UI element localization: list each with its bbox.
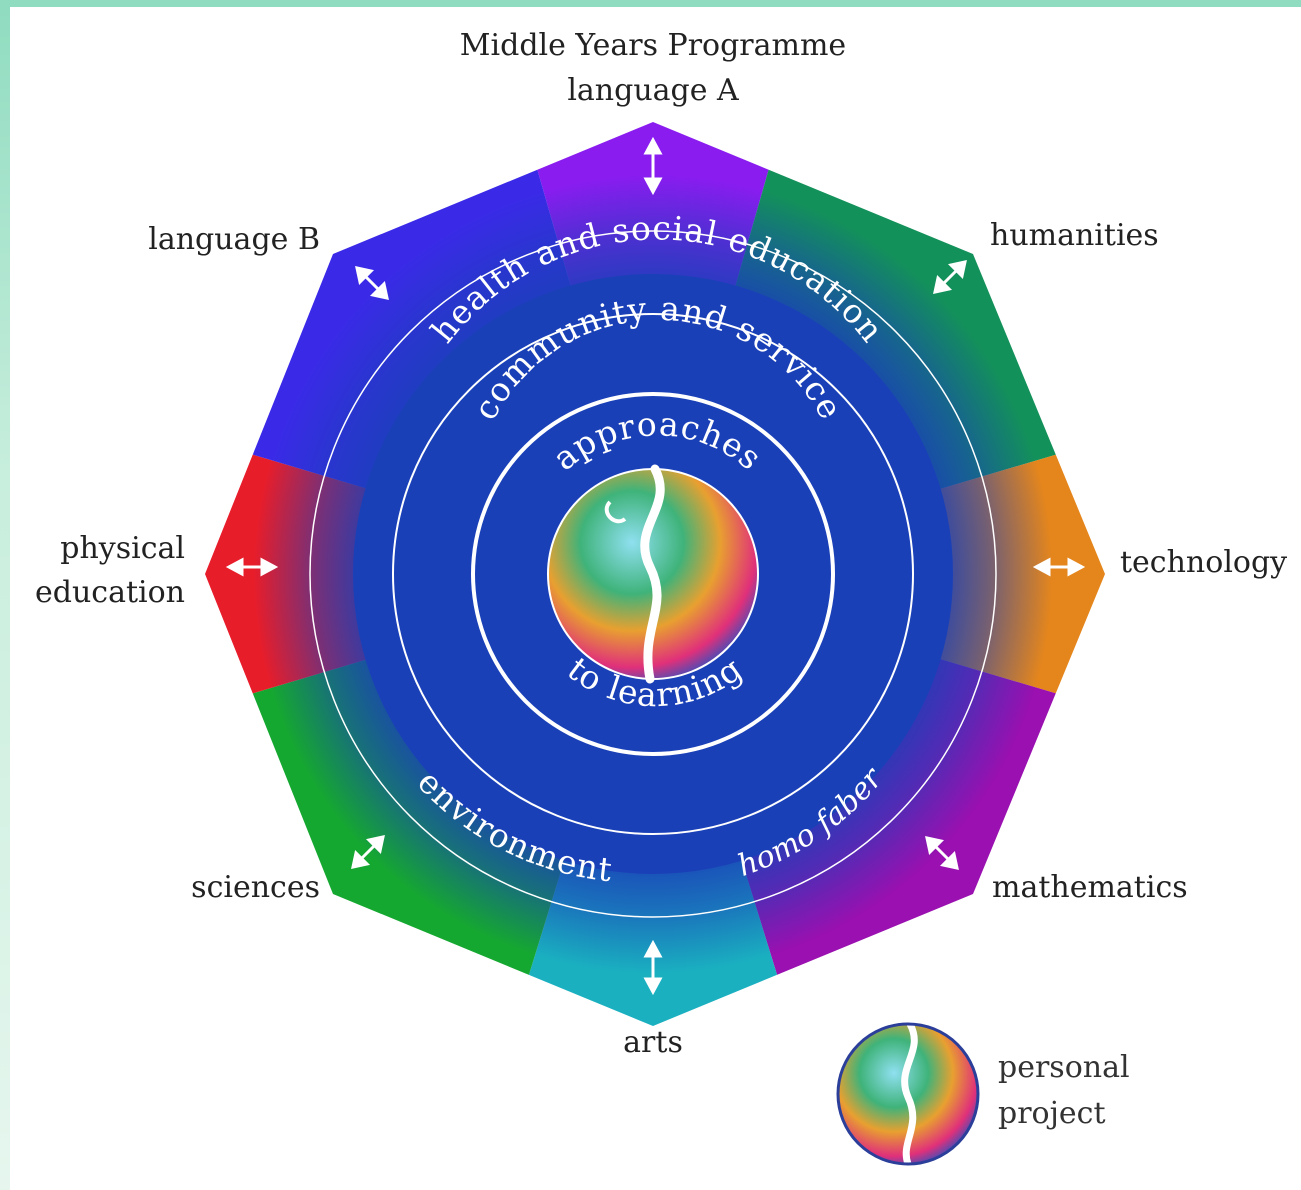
arrow-icon-sciences bbox=[351, 835, 385, 869]
legend-label-line1: personal bbox=[998, 1050, 1130, 1085]
mypdiagram-svg: health and social education community an… bbox=[35, 28, 1287, 1168]
arrow-icon-language-b bbox=[355, 266, 389, 300]
subject-label-arts: arts bbox=[623, 1025, 683, 1060]
subject-label-mathematics: mathematics bbox=[992, 870, 1188, 905]
diagram-title: Middle Years Programme bbox=[460, 28, 846, 63]
subject-label-language-a: language A bbox=[567, 73, 739, 108]
arrow-icon-physical-education bbox=[225, 557, 279, 577]
subject-label-humanities: humanities bbox=[990, 218, 1159, 253]
middle-ring bbox=[392, 313, 914, 835]
subject-label-physical-line1: physical bbox=[60, 531, 185, 566]
arrows bbox=[225, 136, 1086, 996]
subject-label-language-b: language B bbox=[148, 222, 320, 257]
mypdiagram-canvas: health and social education community an… bbox=[10, 7, 1301, 1190]
outer-ring bbox=[309, 230, 997, 918]
arrow-icon-technology bbox=[1032, 557, 1086, 577]
legend-globe-icon bbox=[836, 1020, 980, 1168]
subject-label-physical-line2: education bbox=[35, 575, 185, 610]
arrow-icon-humanities bbox=[933, 260, 967, 294]
inner-ring bbox=[471, 392, 835, 756]
legend-label-line2: project bbox=[998, 1096, 1106, 1131]
arrow-icon-mathematics bbox=[925, 836, 959, 870]
subject-label-sciences: sciences bbox=[191, 870, 320, 905]
arrow-icon-arts bbox=[643, 939, 663, 996]
subject-label-technology: technology bbox=[1120, 545, 1287, 580]
arrow-icon-language-a bbox=[643, 136, 663, 196]
globe-icon bbox=[547, 464, 759, 684]
